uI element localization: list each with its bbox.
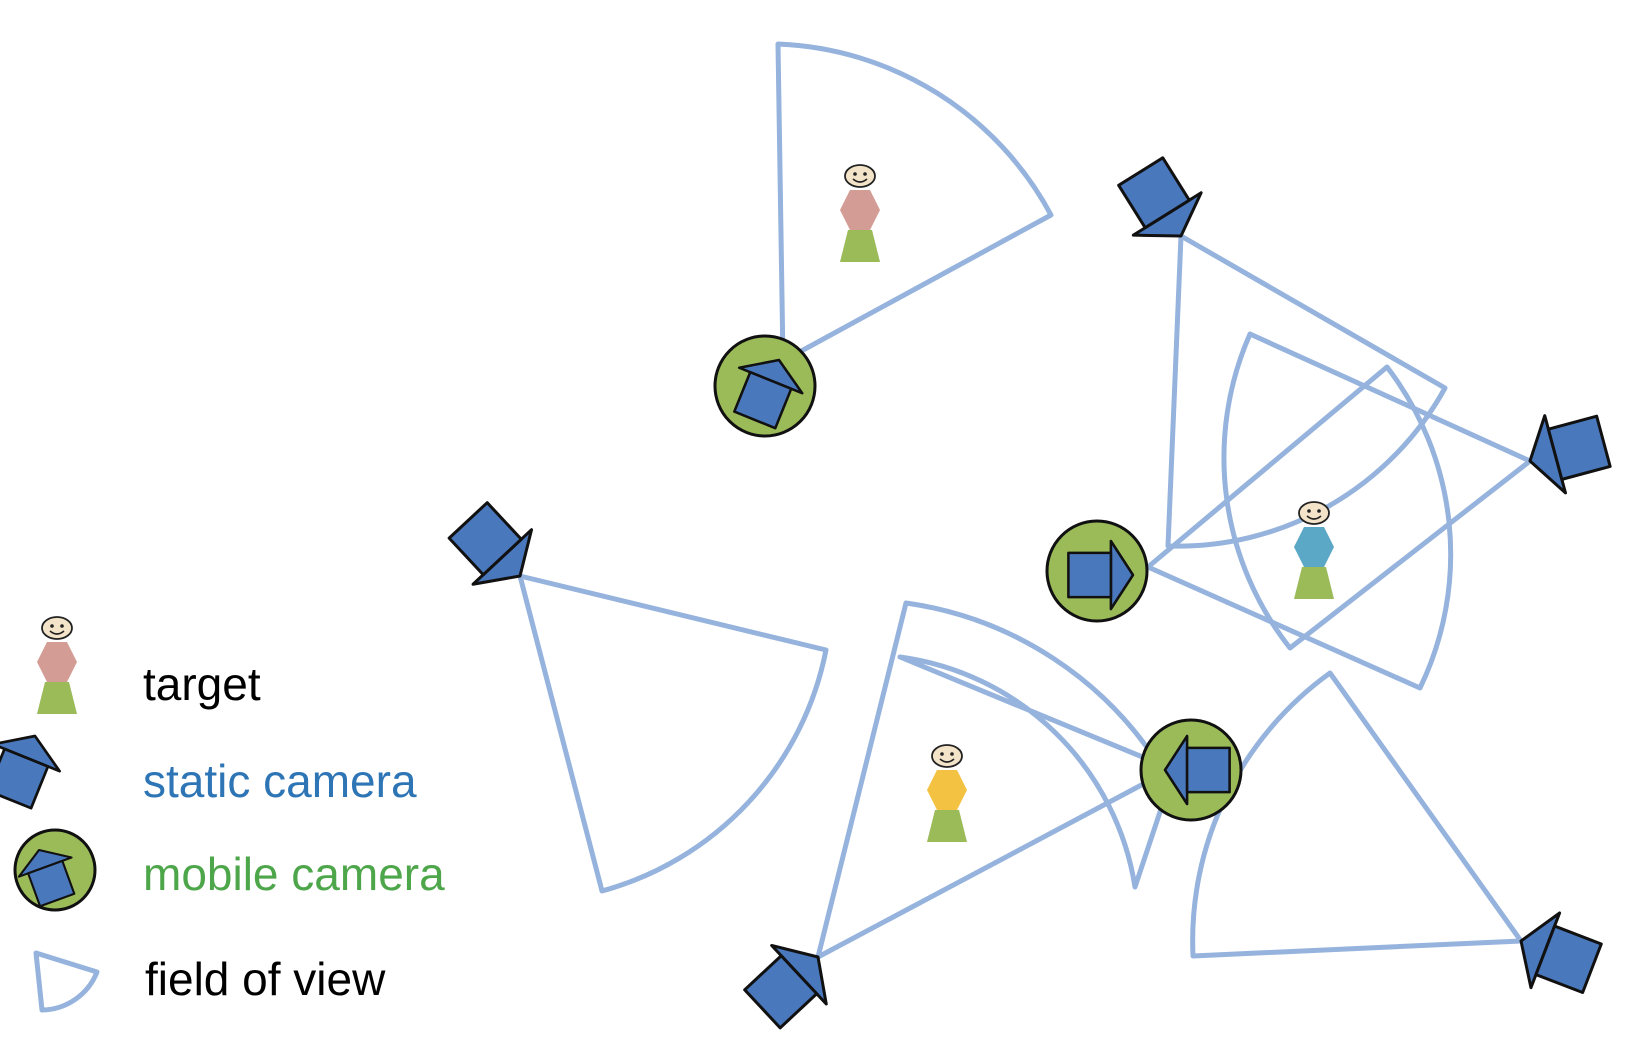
legend-static-camera-label: static camera	[143, 755, 417, 807]
mobile-camera-1	[713, 334, 817, 438]
legend-item-mobile-camera: mobile camera	[11, 828, 445, 912]
mobile-camera-3	[1139, 718, 1243, 822]
legend-static-camera-icon	[0, 721, 70, 815]
legend-field-of-view-label: field of view	[145, 953, 386, 1005]
fov-static-camera-5	[1190, 670, 1524, 959]
legend-item-static-camera: static camera	[0, 721, 417, 815]
target-2-torso	[1294, 527, 1334, 567]
static-camera-1	[1105, 148, 1217, 259]
static-camera-3	[437, 491, 551, 605]
static-camera-4	[733, 926, 847, 1040]
fov-mobile-camera-3	[897, 654, 1177, 890]
fov-static-camera-1	[1165, 233, 1448, 549]
target-3-torso	[927, 770, 967, 810]
fields-of-view	[517, 41, 1533, 960]
target-1-torso	[840, 190, 880, 230]
fov-static-camera-4	[815, 600, 1167, 960]
target-1	[839, 164, 881, 263]
legend-item-field-of-view: field of view	[33, 950, 386, 1013]
static-camera-5	[1505, 902, 1608, 1008]
target-2	[1293, 501, 1335, 600]
target-3	[926, 744, 968, 843]
legend-item-target: target	[36, 616, 261, 715]
fov-static-camera-2	[1221, 331, 1533, 651]
legend-field-of-view-icon	[33, 950, 100, 1013]
legend-mobile-camera-label: mobile camera	[143, 848, 445, 900]
mobile-camera-2	[1045, 519, 1149, 623]
static-camera-2	[1518, 401, 1616, 502]
legend-target-icon	[36, 616, 78, 715]
legend-mobile-camera-icon	[11, 828, 97, 912]
legend-target-label: target	[143, 658, 261, 710]
fov-mobile-camera-2	[1145, 364, 1454, 691]
fov-static-camera-3	[517, 573, 829, 894]
legend: target static camera mobile camera field…	[0, 616, 445, 1013]
fov-mobile-camera-1	[775, 41, 1054, 364]
